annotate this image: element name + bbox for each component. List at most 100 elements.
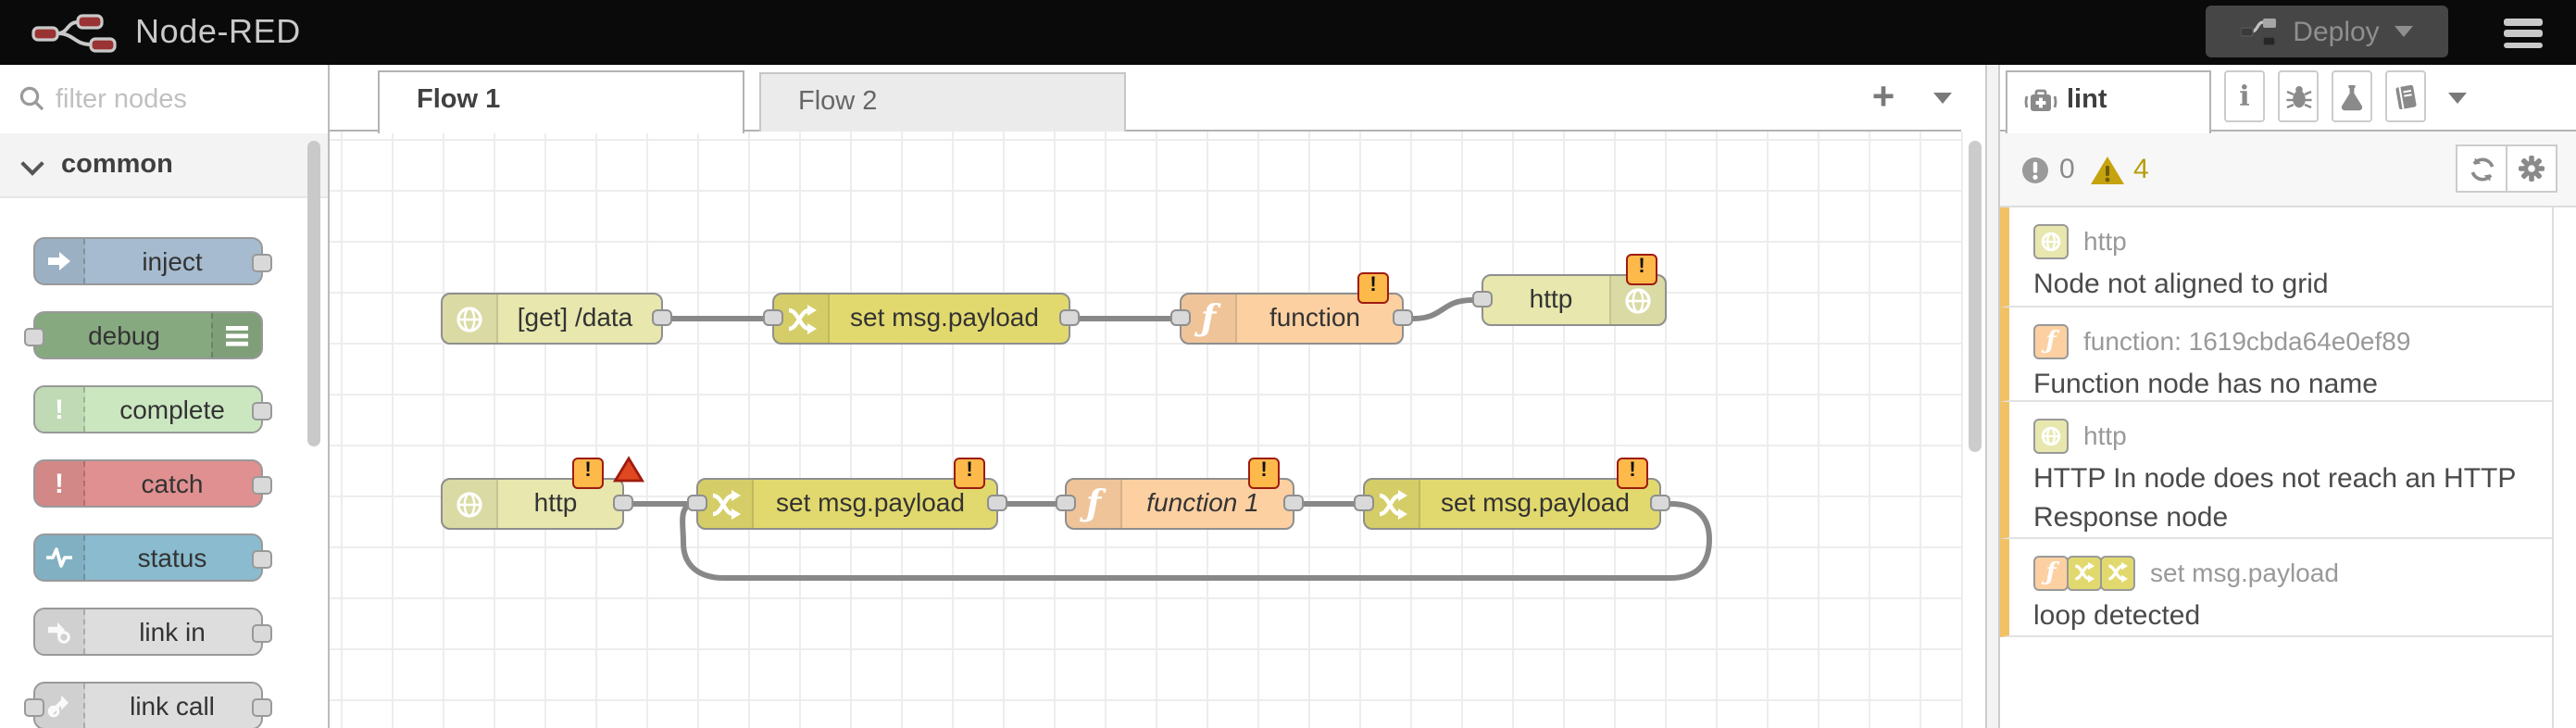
output-port[interactable] — [652, 309, 672, 326]
palette-node-status[interactable]: status — [33, 533, 272, 582]
flow-node-http-in[interactable]: http ! — [441, 456, 644, 530]
node-label: set msg.payload — [1441, 487, 1630, 517]
lint-item-loop-detected[interactable]: ƒ set msg.payload loop detected — [2000, 539, 2552, 637]
output-port[interactable] — [1393, 309, 1413, 326]
warning-badge-icon: ! — [572, 458, 604, 489]
output-port[interactable] — [252, 623, 272, 642]
input-port[interactable] — [1354, 495, 1374, 511]
main-menu-button[interactable] — [2504, 19, 2543, 49]
lint-item-message: Node not aligned to grid — [2033, 269, 2329, 300]
tab-flow-1[interactable]: Flow 1 — [378, 70, 744, 133]
lint-settings-button[interactable] — [2506, 144, 2557, 193]
palette-category-common[interactable]: common — [0, 133, 328, 198]
flow-node-change-set-payload-1[interactable]: set msg.payload — [763, 293, 1080, 345]
lint-item-message: Function node has no name — [2033, 369, 2378, 400]
exclamation-icon: ! — [35, 461, 85, 506]
flow-node-change-set-payload-2[interactable]: set msg.payload ! — [687, 458, 1007, 530]
input-port[interactable] — [24, 327, 44, 345]
info-icon: i — [2239, 80, 2250, 113]
input-port[interactable] — [687, 495, 707, 511]
deploy-button[interactable]: Deploy — [2206, 6, 2448, 57]
lint-item-node: http — [2083, 420, 2127, 450]
tab-debug-button[interactable] — [2278, 70, 2319, 122]
wires-layer — [631, 297, 1713, 581]
tab-flow-2[interactable]: Flow 2 — [759, 72, 1126, 133]
warning-badge-icon: ! — [1626, 254, 1657, 285]
globe-icon — [443, 295, 498, 343]
palette-node-label: status — [137, 543, 207, 572]
warning-count: 4 — [2133, 154, 2149, 185]
output-port[interactable] — [252, 549, 272, 568]
lint-item-not-aligned[interactable]: http Node not aligned to grid — [2000, 207, 2552, 308]
tab-tests-button[interactable] — [2332, 70, 2372, 122]
canvas-vertical-scrollbar[interactable] — [1961, 132, 1985, 728]
lint-refresh-button[interactable] — [2456, 144, 2507, 193]
app-title: Node-RED — [135, 13, 301, 50]
output-port[interactable] — [613, 495, 633, 511]
output-port[interactable] — [1283, 495, 1304, 511]
output-port[interactable] — [252, 401, 272, 420]
output-port[interactable] — [252, 253, 272, 271]
header: Node-RED Deploy — [0, 0, 2576, 65]
palette-scrollbar[interactable] — [307, 141, 320, 446]
palette-node-label: complete — [119, 395, 225, 424]
flow-node-function[interactable]: ƒ function ! — [1170, 272, 1413, 345]
input-port[interactable] — [1472, 291, 1493, 308]
filter-nodes-input[interactable] — [52, 78, 319, 122]
medkit-icon — [2024, 89, 2057, 111]
input-port[interactable] — [24, 697, 44, 716]
function-node-icon: ƒ — [2033, 555, 2069, 590]
palette-node-label: link in — [139, 617, 206, 646]
output-port[interactable] — [1059, 309, 1080, 326]
lint-list-scrollbar-gutter[interactable] — [2552, 207, 2576, 728]
output-port[interactable] — [987, 495, 1007, 511]
add-flow-button[interactable]: + — [1871, 76, 1895, 119]
output-port[interactable] — [252, 475, 272, 494]
error-triangle-icon — [613, 456, 644, 483]
node-label: function 1 — [1146, 487, 1259, 517]
function-icon: ƒ — [1182, 295, 1237, 343]
tab-lint[interactable]: lint — [2006, 70, 2211, 133]
output-port[interactable] — [1650, 495, 1670, 511]
palette-node-complete[interactable]: ! complete — [33, 385, 272, 433]
wire[interactable] — [1410, 297, 1475, 321]
palette-search-box[interactable] — [0, 65, 328, 135]
flow-node-function-1[interactable]: ƒ function 1 ! — [1056, 458, 1304, 530]
tab-help-button[interactable] — [2385, 70, 2426, 122]
palette-node-link-call[interactable]: link call — [24, 682, 272, 728]
input-port[interactable] — [1170, 309, 1191, 326]
palette-node-inject[interactable]: inject — [33, 237, 272, 285]
node-palette: common inject debug ! complete — [0, 65, 330, 728]
node-label: function — [1269, 302, 1361, 332]
change-node-icon — [2100, 555, 2135, 590]
loop-wire[interactable] — [680, 501, 1713, 581]
flow-list-chevron-icon[interactable] — [1933, 93, 1952, 104]
lint-issue-list: http Node not aligned to grid ƒ function… — [2000, 207, 2576, 728]
input-port[interactable] — [763, 309, 783, 326]
palette-node-catch[interactable]: ! catch — [33, 459, 272, 508]
flow-node-http-response[interactable]: http ! — [1472, 254, 1667, 326]
flow-node-change-set-payload-3[interactable]: set msg.payload ! — [1354, 458, 1670, 530]
node-label: http — [533, 487, 578, 517]
lint-item-no-response[interactable]: http HTTP In node does not reach an HTTP… — [2000, 402, 2552, 539]
node-label: set msg.payload — [850, 302, 1039, 332]
lint-item-node: function: 1619cbda64e0ef89 — [2083, 326, 2411, 356]
output-port[interactable] — [252, 697, 272, 716]
globe-icon — [443, 480, 498, 528]
tab-label: Flow 2 — [798, 87, 878, 117]
lint-toolbar: 0 4 — [2000, 132, 2576, 207]
sidebar-resize-handle[interactable] — [1985, 65, 2000, 728]
tab-info-button[interactable]: i — [2224, 70, 2265, 122]
lint-item-no-name[interactable]: ƒ function: 1619cbda64e0ef89 Function no… — [2000, 308, 2552, 402]
palette-category-label: common — [61, 150, 173, 180]
lint-item-message: loop detected — [2033, 600, 2201, 632]
flow-node-http-in-get-data[interactable]: [get] /data — [441, 293, 672, 345]
node-red-logo-icon — [31, 14, 117, 53]
palette-node-debug[interactable]: debug — [24, 311, 263, 359]
scrollbar-thumb[interactable] — [1969, 141, 1982, 452]
deploy-options-chevron-icon[interactable] — [2394, 26, 2413, 37]
flow-canvas[interactable]: [get] /data set msg.payload ƒ function ! — [330, 132, 1961, 728]
sidebar-tabs-chevron-icon[interactable] — [2448, 93, 2467, 104]
input-port[interactable] — [1056, 495, 1076, 511]
palette-node-link-in[interactable]: link in — [33, 608, 272, 656]
